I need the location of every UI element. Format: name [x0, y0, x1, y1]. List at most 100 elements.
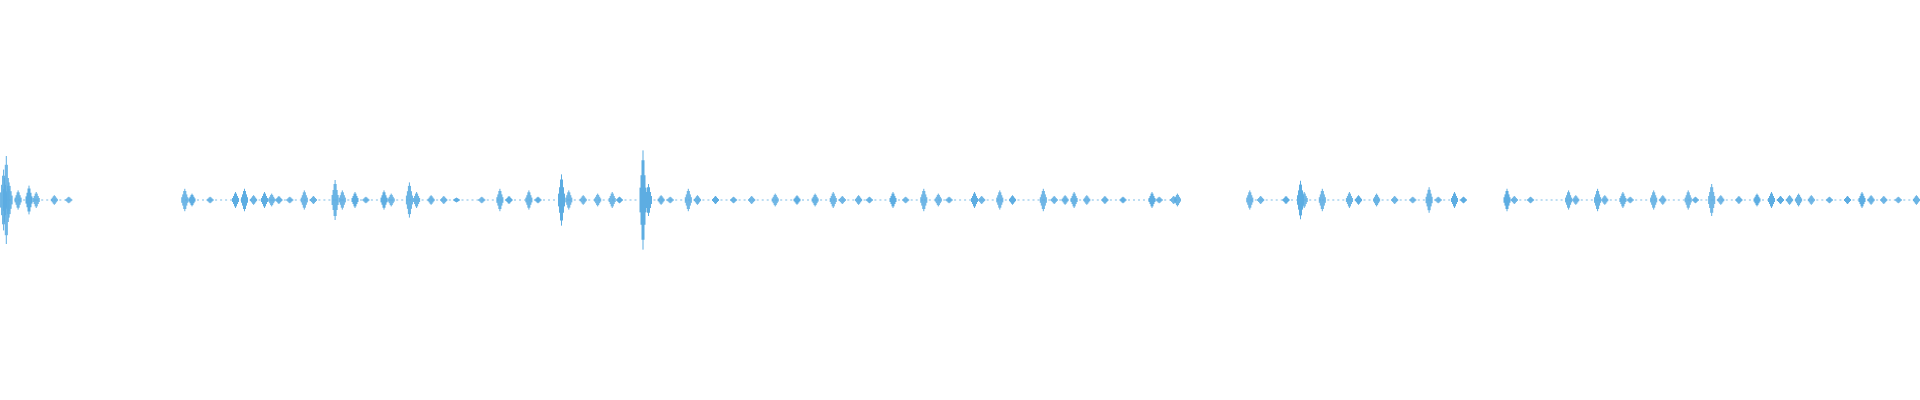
waveform-peak [338, 190, 346, 210]
waveform-peak [453, 197, 460, 203]
waveform-peak [1409, 196, 1417, 204]
waveform-peak [748, 196, 756, 204]
waveform-peak [1083, 195, 1091, 205]
waveform-peak [565, 190, 573, 210]
waveform-peak [1257, 196, 1265, 204]
waveform-peak [1786, 195, 1794, 205]
waveform-peak [309, 196, 317, 204]
waveform-peak [1619, 192, 1627, 208]
waveform-peak [525, 190, 533, 210]
waveform-peak [1594, 188, 1602, 212]
waveform-peak [413, 192, 421, 208]
waveform-peak [261, 192, 268, 208]
waveform-peak [534, 196, 542, 204]
waveform-peak [558, 174, 565, 226]
waveform-peak [478, 196, 486, 204]
waveform-peak [693, 195, 701, 205]
waveform-peak [496, 188, 504, 212]
waveform-peak [405, 182, 413, 218]
waveform-peak [250, 195, 258, 205]
waveform-peak [608, 192, 616, 208]
waveform-peak [1825, 196, 1833, 204]
waveform-peak [1626, 196, 1634, 204]
waveform-peak [1173, 193, 1181, 207]
waveform-peak [25, 185, 33, 215]
waveform-peak [793, 195, 801, 205]
waveform-peak [712, 196, 719, 204]
waveform-peak [1510, 196, 1518, 204]
waveform-peak [579, 195, 587, 205]
waveform-peak [1050, 196, 1058, 204]
waveform-peak [331, 180, 339, 220]
waveform-peak [1355, 195, 1362, 205]
waveform-peak [811, 193, 819, 207]
waveform-peak [1659, 195, 1667, 205]
waveform-peak [1708, 184, 1716, 216]
waveform-peak [1318, 188, 1326, 212]
waveform-peak [1894, 196, 1902, 204]
waveform-peak [1373, 193, 1381, 207]
waveform-peak [1844, 196, 1851, 204]
waveform-peak [268, 193, 276, 207]
waveform-peak [1101, 196, 1109, 204]
waveform-peak [934, 193, 942, 207]
waveform-peak [1717, 195, 1725, 205]
waveform-peak [380, 190, 388, 210]
waveform-peak [241, 188, 248, 212]
waveform-peak [666, 196, 674, 204]
waveform-peak [275, 196, 283, 204]
waveform-peak [1858, 192, 1866, 208]
waveform-peak [232, 192, 239, 208]
waveform-peak [1009, 195, 1016, 205]
waveform-peak [1460, 196, 1467, 204]
waveform-peak [427, 195, 435, 205]
waveform-peak [1572, 195, 1580, 205]
waveform-peak [440, 196, 448, 204]
waveform-peak [50, 195, 58, 205]
waveform-peak [1434, 196, 1442, 204]
waveform-peak [1912, 195, 1920, 205]
waveform-peak [387, 193, 395, 207]
waveform-peak [1691, 196, 1699, 204]
waveform-peak [865, 196, 873, 204]
waveform-peak [902, 196, 910, 204]
waveform-peak [1246, 190, 1254, 210]
waveform-peak [730, 196, 738, 204]
waveform-peak [1503, 188, 1511, 212]
waveform-peak [971, 192, 978, 208]
waveform-peak [1451, 192, 1458, 208]
waveform-peak [657, 195, 665, 205]
waveform-peak [1753, 193, 1761, 207]
waveform-peak [978, 196, 986, 204]
waveform-peak [5, 182, 13, 218]
waveform-peak [838, 196, 846, 204]
waveform-peak [1070, 192, 1078, 208]
waveform-peak [1565, 190, 1573, 210]
waveform-peak [945, 196, 953, 204]
waveform-peak [645, 184, 652, 216]
waveform-peak [996, 190, 1004, 210]
waveform-peak [855, 195, 863, 205]
waveform-peak [1425, 187, 1433, 213]
waveform-peak [829, 192, 837, 208]
waveform-peak [1039, 188, 1047, 212]
waveform-peak [616, 196, 623, 204]
waveform-peaks [0, 150, 1920, 250]
waveform-peak [65, 196, 73, 204]
waveform-peak [1300, 192, 1308, 208]
waveform-peak [1527, 196, 1535, 204]
waveform-peak [594, 193, 602, 207]
waveform-peak [1345, 192, 1353, 208]
waveform-peak [300, 190, 308, 210]
waveform-peak [505, 196, 513, 204]
waveform-peak [181, 188, 189, 212]
waveform-peak [32, 192, 40, 208]
waveform-peak [1148, 192, 1156, 208]
waveform-peak [1735, 196, 1743, 204]
waveform-peak [1601, 195, 1609, 205]
waveform-peak [1795, 193, 1803, 207]
waveform-peak [351, 192, 359, 208]
waveform-peak [1807, 195, 1815, 205]
